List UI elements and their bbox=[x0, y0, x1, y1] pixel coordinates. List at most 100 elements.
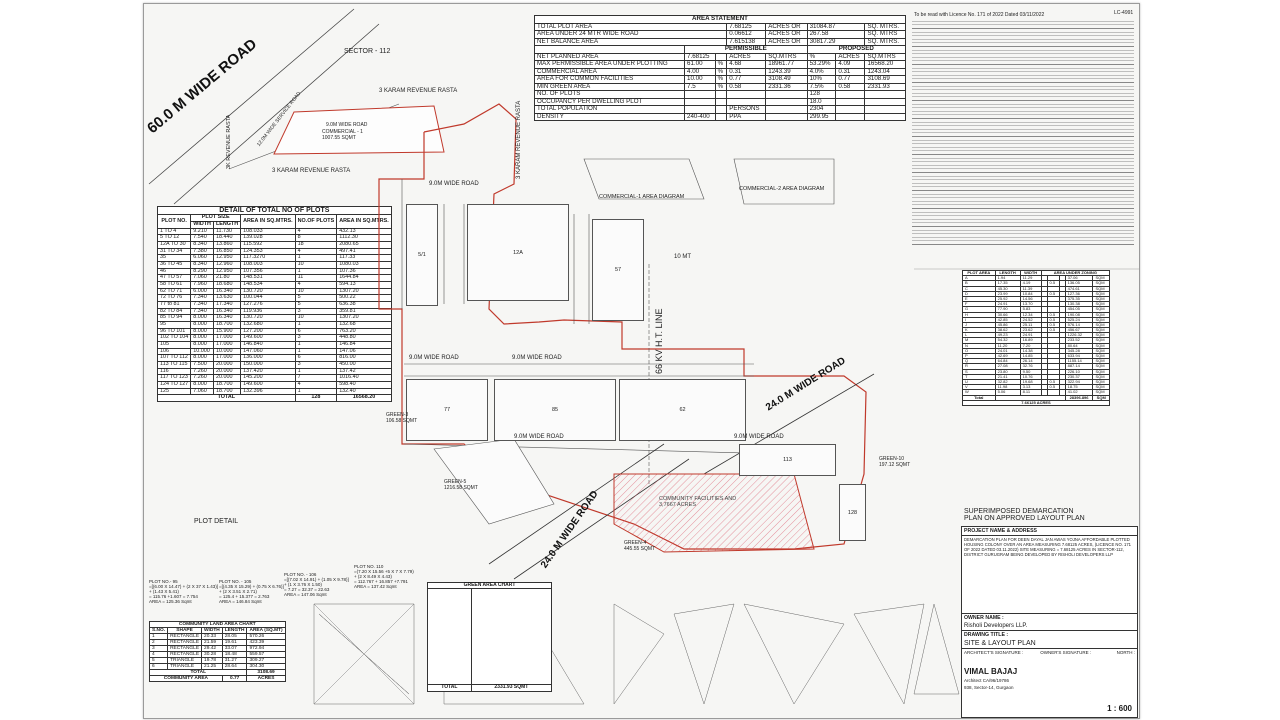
rasta-mid-label: 3 KARAM REVENUE RASTA bbox=[272, 168, 351, 174]
green-diagram-5 bbox=[743, 603, 845, 705]
plot-block-57: 57 bbox=[592, 219, 644, 321]
superimposed-title: SUPERIMPOSED DEMARCATION PLAN ON APPROVE… bbox=[964, 508, 1085, 522]
table-cell: TRIANGLE bbox=[167, 663, 203, 671]
road-24m-edge-1 bbox=[488, 443, 665, 565]
road-10m-label: 10 MT bbox=[674, 254, 692, 260]
table-cell: 423.39 bbox=[246, 639, 286, 647]
table-cell: 4 bbox=[148, 651, 169, 659]
table-cell: 233.52 bbox=[1064, 337, 1094, 344]
table-cell: 570.26 bbox=[246, 633, 286, 641]
table-cell: TRIANGLE bbox=[167, 657, 203, 665]
table-cell: RECTANGLE bbox=[167, 651, 203, 659]
community-chart-title: COMMUNITY LAND AREA CHART bbox=[149, 620, 286, 629]
plot-calc-95: PLOT NO.- 95 =[(6.00 X 14.47) + (2 X 37 … bbox=[149, 579, 219, 604]
commercial-1-label: COMMERCIAL - 1 1007.55 SQMT bbox=[322, 129, 363, 141]
road-9m-label-d: 9.0M WIDE ROAD bbox=[512, 355, 562, 361]
table-cell: 6 bbox=[148, 663, 169, 671]
table-cell: 309.27 bbox=[246, 657, 286, 665]
commercial-1-parcel bbox=[273, 105, 445, 155]
commercial-1-diagram bbox=[583, 158, 705, 200]
table-cell: 13.70 bbox=[1019, 301, 1042, 308]
owner-name: Risholi Developers LLP. bbox=[964, 623, 1028, 629]
table-cell: 16.89 bbox=[1019, 337, 1042, 344]
scale-label: 1 : 600 bbox=[1107, 704, 1132, 713]
architect-reg: Architect CA/96/19786 bbox=[964, 678, 1010, 683]
drawing-number: LC-4991 bbox=[1114, 10, 1134, 16]
commercial-1-diagram-title: COMMERCIAL-1 AREA DIAGRAM bbox=[599, 194, 685, 200]
table-cell: 304.30 bbox=[246, 663, 286, 671]
plot-block-113: 113 bbox=[739, 444, 836, 476]
notes-block bbox=[912, 18, 1134, 248]
table-cell: 240-400 bbox=[684, 112, 716, 121]
green-diagram-4 bbox=[673, 603, 735, 705]
owner-label: OWNER NAME : bbox=[962, 613, 1137, 622]
plot-block-5-1: 5/1 bbox=[406, 204, 438, 306]
drawing-title-label: DRAWING TITLE : bbox=[962, 630, 1137, 639]
table-cell: 322.94 bbox=[1064, 378, 1094, 386]
road-9m-label-f: 9.0M WIDE ROAD bbox=[734, 434, 784, 440]
table-cell: 11.29 bbox=[1019, 275, 1042, 282]
plots-detail-table: DETAIL OF TOTAL NO OF PLOTS PLOT NO.PLOT… bbox=[156, 205, 392, 403]
drawing-sheet: To be read with Licence No. 171 of 2022 … bbox=[143, 3, 1140, 719]
site-boundary bbox=[378, 103, 867, 550]
rasta-vert-label: 3 KARAM REVENUE RASTA bbox=[516, 100, 522, 179]
signature-row bbox=[914, 254, 1134, 278]
plot-calc-110: PLOT NO. 110 =(7.20 X 15.56 +5 X 7 X 7.7… bbox=[354, 564, 414, 589]
table-cell: 0.5 bbox=[1046, 290, 1060, 297]
road-9m-label-b: 9.0M WIDE ROAD bbox=[429, 181, 479, 187]
table-cell bbox=[864, 112, 906, 121]
project-label: PROJECT NAME & ADDRESS bbox=[962, 527, 1137, 536]
plots-detail-title: DETAIL OF TOTAL NO OF PLOTS bbox=[157, 205, 392, 216]
green-diagram-3 bbox=[613, 603, 665, 705]
green-10-label: GREEN-10 197.12 SQMT bbox=[879, 456, 911, 468]
sector-label: SECTOR - 112 bbox=[344, 48, 391, 55]
table-cell: 972.94 bbox=[246, 645, 286, 653]
green-5-area bbox=[433, 438, 555, 525]
architect-sig-label: ARCHITECT'S SIGNATURE : bbox=[964, 650, 1024, 655]
road-60m-edge-1 bbox=[148, 8, 355, 185]
table-cell: 0.5 bbox=[1046, 327, 1060, 334]
license-note: To be read with Licence No. 171 of 2022 … bbox=[914, 12, 1045, 18]
plot-block-85: 85 bbox=[494, 379, 616, 441]
green-4-label: GREEN-4 445.55 SQMT bbox=[624, 540, 656, 552]
plot-block-12a: 12A bbox=[467, 204, 569, 301]
table-cell: RECTANGLE bbox=[167, 645, 203, 653]
architect-address: 938, Sector-14, Gurgaon bbox=[964, 685, 1014, 690]
table-cell: 2 bbox=[148, 639, 169, 647]
title-block: PROJECT NAME & ADDRESS DEMARCATION PLAN … bbox=[961, 526, 1138, 718]
architect-name: VIMAL BAJAJ bbox=[964, 667, 1018, 676]
drawing-title: SITE & LAYOUT PLAN bbox=[962, 639, 1137, 649]
table-cell: 0.5 bbox=[1046, 384, 1060, 391]
table-cell: RECTANGLE bbox=[167, 633, 203, 641]
table-cell: 559.57 bbox=[246, 651, 286, 659]
table-cell: 3 bbox=[148, 645, 169, 653]
table-cell: 1 bbox=[148, 633, 169, 641]
plot-block-62: 62 bbox=[619, 379, 746, 441]
table-cell: RECTANGLE bbox=[167, 639, 203, 647]
community-facilities-label: COMMUNITY FACILITIES AND 3,7667 ACRES bbox=[659, 496, 737, 508]
